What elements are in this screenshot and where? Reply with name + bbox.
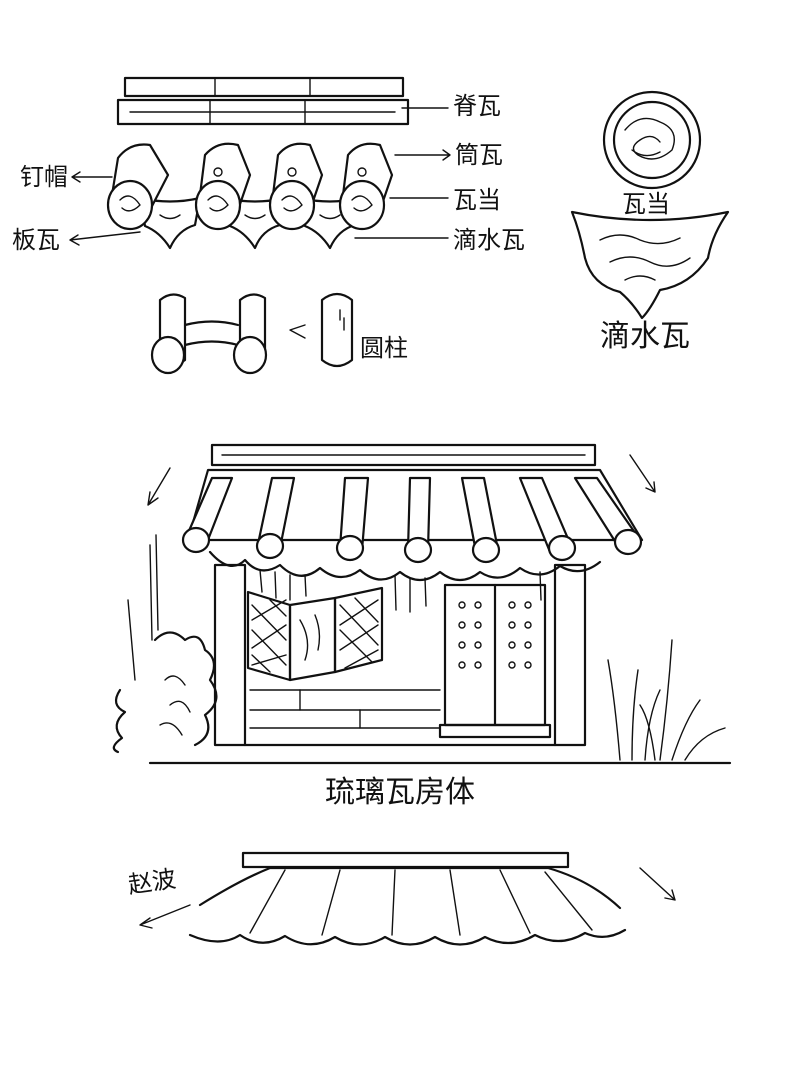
label-round-column: 圆柱 (360, 334, 408, 362)
brick-courses (249, 689, 441, 729)
glazed-tile-building (112, 443, 732, 765)
ridge-tile-row (116, 76, 410, 126)
label-tile-end: 瓦当 (453, 186, 501, 214)
drip-tile-detail (570, 210, 730, 320)
cylinder-tile-1 (106, 143, 170, 231)
roof-cylinders (181, 476, 643, 564)
label-nail-cap: 钉帽 (20, 163, 68, 191)
label-ridge-tile: 脊瓦 (453, 92, 501, 120)
building-caption: 琉璃瓦房体 (325, 775, 475, 810)
tile-end-detail (602, 90, 702, 190)
label-drip-tile-detail: 滴水瓦 (600, 319, 690, 354)
left-shrub (112, 534, 218, 754)
round-column-diagram (150, 292, 354, 375)
label-drip-tile: 滴水瓦 (453, 226, 525, 254)
cylinder-tile-2 (194, 142, 252, 231)
cylinder-tile-3 (268, 142, 324, 231)
label-tile-end-detail: 瓦当 (622, 190, 670, 218)
leader-lines (69, 107, 451, 246)
tile-assembly-diagram (69, 76, 451, 250)
drip-tile-row (138, 196, 362, 250)
lattice-window (246, 586, 384, 682)
artist-signature: 赵波 (126, 864, 178, 900)
cylinder-tile-4 (338, 142, 394, 231)
roof-curve-sketch (139, 851, 676, 946)
label-cylinder-tile: 筒瓦 (455, 141, 503, 169)
label-flat-tile: 板瓦 (12, 226, 60, 254)
studded-door[interactable] (438, 583, 552, 739)
right-grass (607, 639, 726, 761)
